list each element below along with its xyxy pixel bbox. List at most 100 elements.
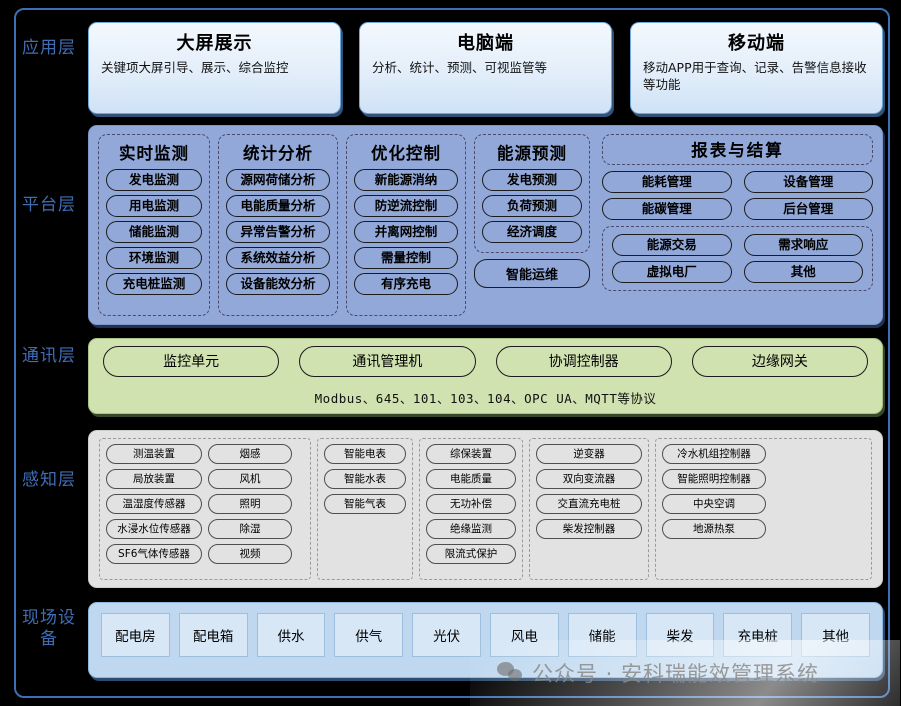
platform-group-realtime-monitoring: 实时监测 发电监测 用电监测 储能监测 环境监测 充电桩监测 [98, 134, 210, 316]
report-section-title: 报表与结算 [602, 134, 873, 165]
layer-label-platform: 平台层 [22, 195, 76, 216]
platform-column-report: 报表与结算 能耗管理 设备管理 能碳管理 后台管理 能源交易 需求响应 虚拟电厂… [598, 134, 873, 316]
communication-item-comm-manager[interactable]: 通讯管理机 [299, 346, 476, 377]
platform-item-smart-ops[interactable]: 智能运维 [474, 259, 590, 288]
perception-group-hvac: 冷水机组控制器 智能照明控制器 中央空调 地源热泵 [655, 438, 872, 580]
field-item-wind-power[interactable]: 风电 [489, 613, 559, 657]
field-item-distribution-box[interactable]: 配电箱 [178, 613, 248, 657]
field-item-gas-supply[interactable]: 供气 [334, 613, 404, 657]
platform-item[interactable]: 设备管理 [743, 171, 873, 193]
perception-item[interactable]: 局放装置 [106, 469, 202, 489]
perception-item[interactable]: 风机 [208, 469, 292, 489]
platform-item[interactable]: 系统效益分析 [226, 247, 330, 269]
field-item-energy-storage[interactable]: 储能 [567, 613, 637, 657]
field-item-substation-room[interactable]: 配电房 [101, 613, 170, 657]
platform-item[interactable]: 发电监测 [106, 169, 202, 191]
perception-item[interactable]: 绝缘监测 [426, 519, 516, 539]
perception-item[interactable]: 逆变器 [536, 444, 642, 464]
perception-item[interactable]: 地源热泵 [662, 519, 766, 539]
platform-item[interactable]: 并离网控制 [354, 221, 458, 243]
diagram-outer-frame [14, 8, 890, 698]
platform-item[interactable]: 防逆流控制 [354, 195, 458, 217]
app-card-desc: 分析、统计、预测、可视监管等 [372, 60, 548, 75]
platform-item[interactable]: 源网荷储分析 [226, 169, 330, 191]
field-item-charging-pile[interactable]: 充电桩 [723, 613, 793, 657]
platform-item[interactable]: 需求响应 [743, 234, 863, 256]
layer-label-text: 感知层 [22, 470, 76, 490]
communication-item-coord-controller[interactable]: 协调控制器 [495, 346, 672, 377]
perception-item[interactable]: 水浸水位传感器 [106, 519, 202, 539]
platform-item[interactable]: 新能源消纳 [354, 169, 458, 191]
perception-item[interactable]: 智能气表 [324, 494, 406, 514]
app-card-title: 电脑端 [457, 33, 514, 54]
perception-item[interactable]: 中央空调 [662, 494, 766, 514]
platform-item[interactable]: 环境监测 [106, 247, 202, 269]
platform-item[interactable]: 经济调度 [482, 221, 582, 243]
perception-item[interactable]: 烟感 [208, 444, 292, 464]
group-title: 实时监测 [119, 144, 189, 163]
perception-item[interactable]: 温湿度传感器 [106, 494, 202, 514]
application-layer-row: 大屏展示 关键项大屏引导、展示、综合监控 电脑端 分析、统计、预测、可视监管等 … [88, 22, 883, 114]
layer-label-text: 现场设备 [22, 608, 76, 649]
perception-item[interactable]: 柴发控制器 [536, 519, 642, 539]
perception-item[interactable]: 智能照明控制器 [662, 469, 766, 489]
perception-item[interactable]: 测温装置 [106, 444, 202, 464]
platform-item[interactable]: 后台管理 [743, 198, 873, 220]
layer-label-text: 平台层 [22, 195, 76, 215]
platform-item[interactable]: 能碳管理 [602, 198, 732, 220]
perception-group-protection: 综保装置 电能质量 无功补偿 绝缘监测 限流式保护 [419, 438, 523, 580]
perception-item[interactable]: 双向变流器 [536, 469, 642, 489]
platform-item[interactable]: 需量控制 [354, 247, 458, 269]
group-title: 能源预测 [497, 144, 567, 163]
perception-item[interactable]: 照明 [208, 494, 292, 514]
platform-item[interactable]: 用电监测 [106, 195, 202, 217]
perception-item[interactable]: 无功补偿 [426, 494, 516, 514]
perception-item[interactable]: SF6气体传感器 [106, 544, 202, 564]
platform-item[interactable]: 其他 [743, 261, 863, 283]
platform-group-statistical-analysis: 统计分析 源网荷储分析 电能质量分析 异常告警分析 系统效益分析 设备能效分析 [218, 134, 338, 316]
communication-item-edge-gateway[interactable]: 边缘网关 [691, 346, 868, 377]
layer-label-perception: 感知层 [22, 470, 76, 491]
perception-item[interactable]: 冷水机组控制器 [662, 444, 766, 464]
platform-item[interactable]: 充电桩监测 [106, 273, 202, 295]
perception-item[interactable]: 限流式保护 [426, 544, 516, 564]
perception-item[interactable]: 除湿 [208, 519, 292, 539]
perception-item[interactable]: 电能质量 [426, 469, 516, 489]
perception-column: 冷水机组控制器 智能照明控制器 中央空调 地源热泵 [662, 444, 766, 574]
platform-item[interactable]: 有序充电 [354, 273, 458, 295]
group-title: 统计分析 [243, 144, 313, 163]
app-card-mobile[interactable]: 移动端 移动APP用于查询、记录、告警信息接收等功能 [630, 22, 883, 114]
platform-item[interactable]: 能源交易 [612, 234, 732, 256]
platform-item[interactable]: 异常告警分析 [226, 221, 330, 243]
app-card-big-screen[interactable]: 大屏展示 关键项大屏引导、展示、综合监控 [88, 22, 341, 114]
perception-item[interactable]: 智能电表 [324, 444, 406, 464]
layer-label-field: 现场设备 [22, 608, 76, 650]
platform-group-optimization-control: 优化控制 新能源消纳 防逆流控制 并离网控制 需量控制 有序充电 [346, 134, 466, 316]
layer-label-text: 应用层 [22, 38, 76, 58]
platform-item[interactable]: 设备能效分析 [226, 273, 330, 295]
perception-item[interactable]: 综保装置 [426, 444, 516, 464]
perception-item[interactable]: 智能水表 [324, 469, 406, 489]
platform-item[interactable]: 虚拟电厂 [612, 261, 732, 283]
communication-item-monitoring-unit[interactable]: 监控单元 [103, 346, 280, 377]
app-card-pc[interactable]: 电脑端 分析、统计、预测、可视监管等 [359, 22, 612, 114]
platform-item[interactable]: 电能质量分析 [226, 195, 330, 217]
layer-label-communication: 通讯层 [22, 346, 76, 367]
platform-item[interactable]: 负荷预测 [482, 195, 582, 217]
perception-layer-row: 测温装置 局放装置 温湿度传感器 水浸水位传感器 SF6气体传感器 烟感 风机 … [88, 430, 883, 588]
layer-label-text: 通讯层 [22, 346, 76, 366]
field-item-water-supply[interactable]: 供水 [256, 613, 326, 657]
field-item-other[interactable]: 其他 [801, 613, 870, 657]
platform-item[interactable]: 储能监测 [106, 221, 202, 243]
protocol-list: Modbus、645、101、103、104、OPC UA、MQTT等协议 [314, 391, 657, 406]
perception-item[interactable]: 交直流充电桩 [536, 494, 642, 514]
field-item-photovoltaic[interactable]: 光伏 [412, 613, 481, 657]
platform-item[interactable]: 能耗管理 [602, 171, 732, 193]
perception-column: 综保装置 电能质量 无功补偿 绝缘监测 限流式保护 [426, 444, 516, 574]
platform-item[interactable]: 发电预测 [482, 169, 582, 191]
perception-group-power-conversion: 逆变器 双向变流器 交直流充电桩 柴发控制器 [529, 438, 649, 580]
report-extra-group: 能源交易 需求响应 虚拟电厂 其他 [602, 226, 873, 291]
perception-item[interactable]: 视频 [208, 544, 292, 564]
field-item-diesel-generator[interactable]: 柴发 [645, 613, 715, 657]
